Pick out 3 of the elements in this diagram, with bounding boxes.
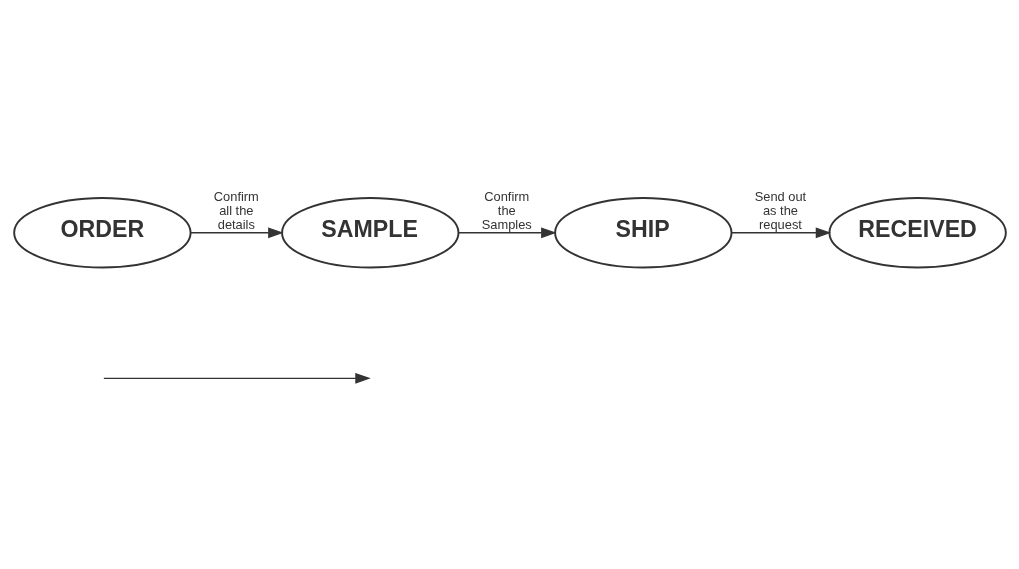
edge-label: Confirm all the details bbox=[213, 188, 259, 232]
edge-label: Confirm the Samples bbox=[481, 188, 532, 232]
edge-label: Send out as the request bbox=[754, 188, 806, 232]
